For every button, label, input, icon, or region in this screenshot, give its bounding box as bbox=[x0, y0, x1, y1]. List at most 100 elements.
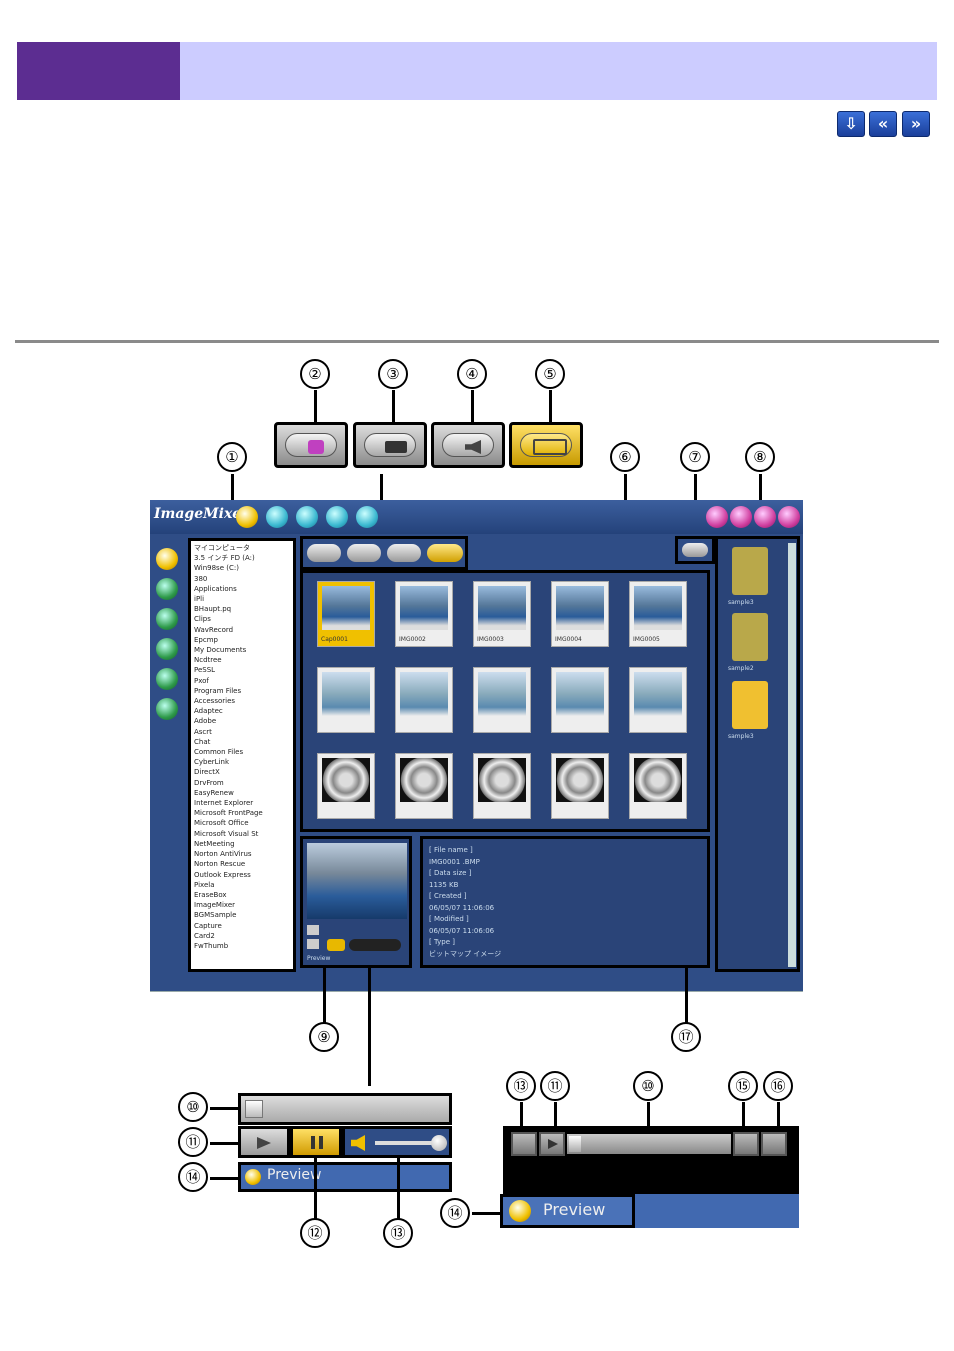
pause-button[interactable] bbox=[290, 1126, 342, 1158]
mini-volume-slider[interactable] bbox=[349, 939, 401, 951]
thumbnail-sound[interactable] bbox=[317, 753, 375, 819]
album-scrollbar[interactable] bbox=[788, 543, 796, 967]
preview-tab[interactable]: Preview bbox=[238, 1162, 452, 1192]
trash-icon[interactable] bbox=[156, 698, 178, 720]
down-arrow-icon[interactable]: ⇩ bbox=[837, 111, 865, 137]
folder-tree-item[interactable]: Win98se (C:) bbox=[194, 564, 239, 573]
cd-icon[interactable] bbox=[356, 506, 378, 528]
album-item-selected[interactable] bbox=[732, 681, 768, 729]
volume-track[interactable] bbox=[375, 1141, 439, 1145]
folder-tree-item[interactable]: iPli bbox=[194, 595, 205, 604]
album-item[interactable] bbox=[732, 547, 768, 595]
folder-tree-item[interactable]: Norton AntiVirus bbox=[194, 850, 252, 859]
folder-tree-item[interactable]: Chat bbox=[194, 737, 211, 746]
thumbnail-video[interactable] bbox=[473, 667, 531, 733]
folder-tree-item[interactable]: Ncdtree bbox=[194, 656, 222, 665]
thumbnail-photo[interactable]: IMG0002 bbox=[395, 581, 453, 647]
folder-tree-item[interactable]: Outlook Express bbox=[194, 870, 251, 879]
mini-preview-label[interactable]: Preview bbox=[307, 955, 331, 962]
folder-tree-item[interactable]: BHaupt.pq bbox=[194, 605, 232, 614]
volume-knob[interactable] bbox=[431, 1135, 447, 1151]
sound-tab[interactable] bbox=[387, 544, 421, 562]
folder-tree-item[interactable]: PeSSL bbox=[194, 666, 216, 675]
seek-bar[interactable] bbox=[567, 1134, 731, 1154]
preview-tab[interactable]: Preview bbox=[500, 1194, 635, 1228]
folder-tree-item[interactable]: Pxof bbox=[194, 676, 209, 685]
thumbnail-video[interactable] bbox=[629, 667, 687, 733]
folder-tree-item[interactable]: EraseBox bbox=[194, 890, 227, 899]
folder-tree-item[interactable]: DirectX bbox=[194, 768, 220, 777]
folder-tree-item[interactable]: My Documents bbox=[194, 646, 247, 655]
browse-icon[interactable] bbox=[156, 548, 178, 570]
album-tab[interactable] bbox=[427, 544, 463, 562]
print-icon[interactable] bbox=[296, 506, 318, 528]
folder-tree-item[interactable]: 380 bbox=[194, 574, 208, 583]
capture-icon[interactable] bbox=[236, 506, 258, 528]
folder-tree-item[interactable]: Program Files bbox=[194, 686, 242, 695]
frame-back-button[interactable] bbox=[733, 1132, 759, 1156]
previous-page-icon[interactable]: « bbox=[869, 111, 897, 137]
folder-tree-item[interactable]: Adobe bbox=[194, 717, 217, 726]
folder-tree-item[interactable]: Clips bbox=[194, 615, 211, 624]
next-page-icon[interactable]: » bbox=[902, 111, 930, 137]
bell-icon[interactable] bbox=[706, 506, 728, 528]
mini-pause-button[interactable] bbox=[327, 939, 345, 951]
thumbnail-sound[interactable] bbox=[551, 753, 609, 819]
sound-mode-button[interactable] bbox=[431, 422, 505, 468]
play-button[interactable] bbox=[238, 1126, 290, 1158]
folder-tree-item[interactable]: ImageMixer bbox=[194, 901, 236, 910]
import-icon[interactable] bbox=[156, 578, 178, 600]
album-item[interactable] bbox=[732, 613, 768, 661]
folder-tree-item[interactable]: DrvFrom bbox=[194, 778, 224, 787]
folder-tree-item[interactable]: NetMeeting bbox=[194, 839, 235, 848]
close-icon[interactable] bbox=[778, 506, 800, 528]
thumbnail-sound[interactable] bbox=[629, 753, 687, 819]
seek-bar[interactable] bbox=[238, 1093, 452, 1125]
mail-icon[interactable] bbox=[156, 668, 178, 690]
folder-tree-item[interactable]: Adaptec bbox=[194, 707, 223, 716]
thumbnail-video[interactable] bbox=[317, 667, 375, 733]
thumbnail-sound[interactable] bbox=[395, 753, 453, 819]
folder-tree-item[interactable]: Capture bbox=[194, 921, 222, 930]
thumbnail-photo[interactable]: IMG0004 bbox=[551, 581, 609, 647]
edit-icon[interactable] bbox=[266, 506, 288, 528]
seek-thumb[interactable] bbox=[569, 1136, 581, 1152]
thumbnail-photo[interactable]: IMG0003 bbox=[473, 581, 531, 647]
edit-tool-icon[interactable] bbox=[156, 638, 178, 660]
video-mode-button[interactable] bbox=[353, 422, 427, 468]
thumbnail-video[interactable] bbox=[395, 667, 453, 733]
folder-tree-item[interactable]: WavRecord bbox=[194, 625, 234, 634]
folder-tree-item[interactable]: Common Files bbox=[194, 748, 244, 757]
folder-tree-item[interactable]: マイコンピュータ bbox=[194, 544, 250, 552]
folder-tree-item[interactable]: BGMSample bbox=[194, 911, 237, 920]
folder-tree-item[interactable]: FwThumb bbox=[194, 941, 229, 950]
folder-tree-item[interactable]: Accessories bbox=[194, 697, 236, 706]
export-icon[interactable] bbox=[156, 608, 178, 630]
video-tab[interactable] bbox=[347, 544, 381, 562]
folder-tree-item[interactable]: Microsoft Office bbox=[194, 819, 249, 828]
minimize-icon[interactable] bbox=[754, 506, 776, 528]
frame-forward-button[interactable] bbox=[761, 1132, 787, 1156]
folder-tree-item[interactable]: Applications bbox=[194, 584, 237, 593]
folder-tree-item[interactable]: Ascrt bbox=[194, 727, 212, 736]
video-edit-icon[interactable] bbox=[326, 506, 348, 528]
volume-button[interactable] bbox=[511, 1132, 537, 1156]
photo-mode-button[interactable] bbox=[274, 422, 348, 468]
folder-tree-item[interactable]: Card2 bbox=[194, 931, 215, 940]
folder-tree-item[interactable]: Microsoft FrontPage bbox=[194, 809, 263, 818]
thumbnail-sound[interactable] bbox=[473, 753, 531, 819]
folder-tree-item[interactable]: Epcmp bbox=[194, 635, 218, 644]
photo-tab[interactable] bbox=[307, 544, 341, 562]
folder-tree-item[interactable]: Pixela bbox=[194, 880, 215, 889]
folder-tree-item[interactable]: 3.5 インチ FD (A:) bbox=[194, 554, 255, 563]
thumbnail-photo[interactable]: IMG0005 bbox=[629, 581, 687, 647]
play-button[interactable] bbox=[539, 1132, 565, 1156]
thumbnail-video[interactable] bbox=[551, 667, 609, 733]
seek-thumb[interactable] bbox=[245, 1100, 263, 1118]
folder-tree-item[interactable]: CyberLink bbox=[194, 758, 229, 767]
album-mode-button[interactable] bbox=[509, 422, 583, 468]
thumbnail-photo[interactable]: Cap0001 bbox=[317, 581, 375, 647]
album-arrow-button[interactable] bbox=[675, 536, 715, 564]
folder-tree-item[interactable]: EasyRenew bbox=[194, 788, 234, 797]
